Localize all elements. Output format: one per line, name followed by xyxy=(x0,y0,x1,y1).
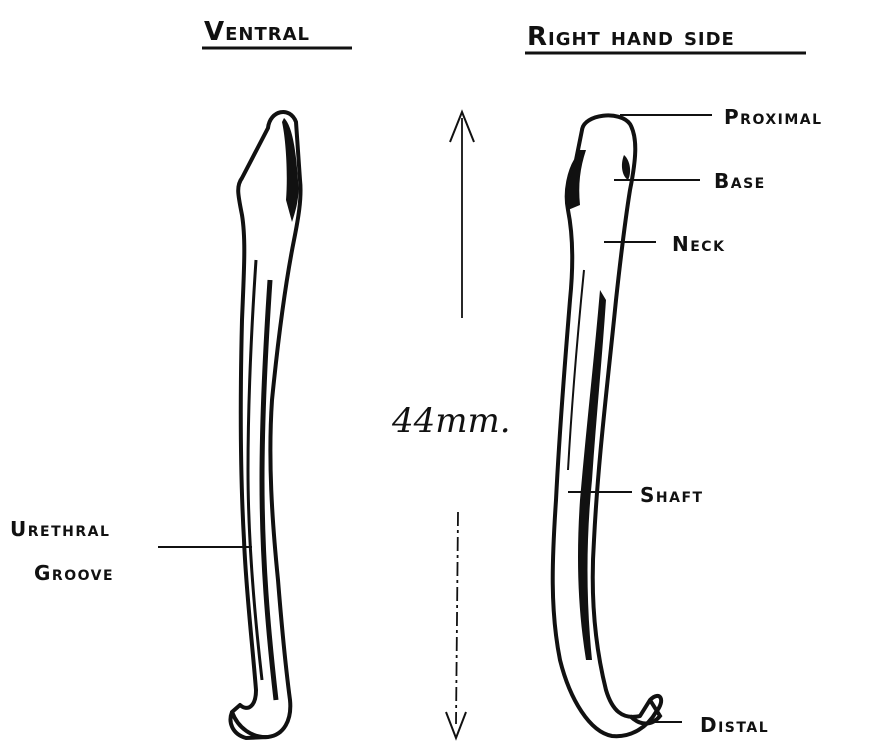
label-shaft: Shaft xyxy=(640,483,704,507)
label-neck: Neck xyxy=(672,232,725,256)
label-base: Base xyxy=(714,169,766,193)
label-proximal: Proximal xyxy=(724,105,823,129)
label-urethral-line2: Groove xyxy=(34,561,114,585)
label-distal: Distal xyxy=(700,713,769,737)
ventral-bone xyxy=(231,112,301,738)
label-urethral-line1: Urethral xyxy=(10,517,110,541)
arrow-lower-shaft xyxy=(456,512,458,724)
heading-right-hand-side: Right hand side xyxy=(527,22,735,52)
length-value: 44mm. xyxy=(391,401,511,441)
side-bone xyxy=(553,115,661,736)
heading-ventral: Ventral xyxy=(204,17,310,47)
